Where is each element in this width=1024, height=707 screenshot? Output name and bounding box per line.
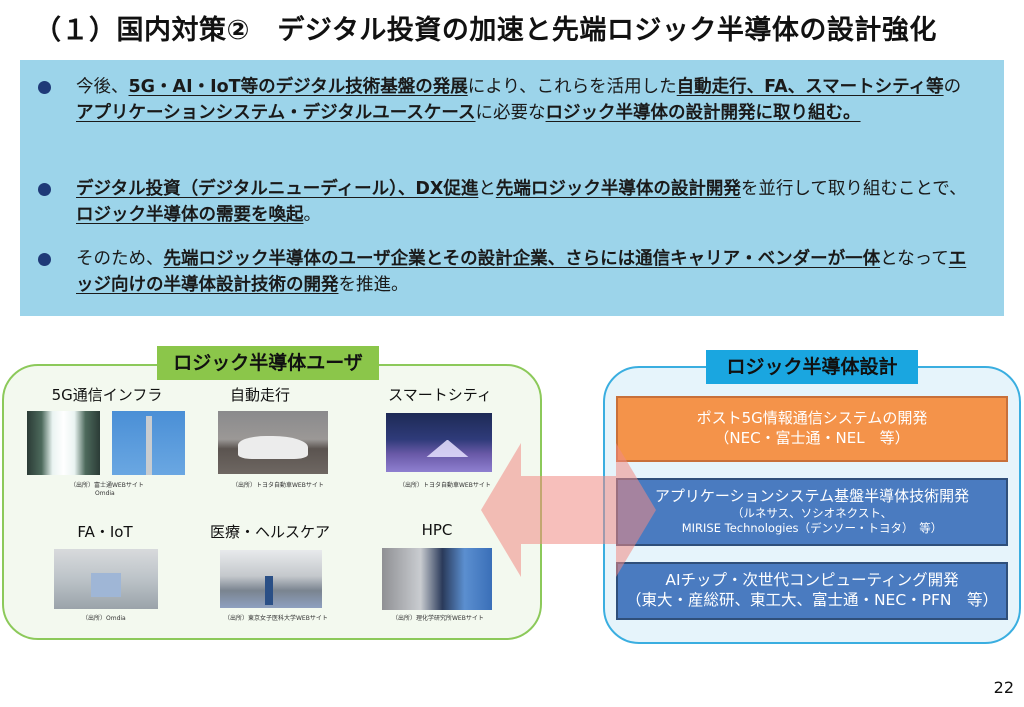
bullet-item: そのため、先端ロジック半導体のユーザ企業とその設計企業、さらには通信キャリア・ベ… (38, 246, 978, 298)
project-title: AIチップ・次世代コンピューティング開発 (665, 571, 959, 589)
users-panel-label: ロジック半導体ユーザ (157, 346, 379, 380)
factory-image (54, 549, 158, 609)
project-title: ポスト5G情報通信システムの開発 (696, 409, 928, 427)
design-project-box: ポスト5G情報通信システムの開発 （NEC・富士通・NEL 等） (616, 396, 1008, 462)
design-project-box: AIチップ・次世代コンピューティング開発 （東大・産総研、東工大、富士通・NEC… (616, 562, 1008, 620)
plain-text: の (943, 77, 962, 97)
plain-text: に必要な (475, 103, 546, 123)
emphasized-text: 先端ロジック半導体のユーザ企業とその設計企業、さらには通信キャリア・ベンダーが一… (163, 249, 881, 269)
project-detail: （ルネサス、ソシオネクスト、 (731, 506, 893, 520)
image-source: （出所）東京女子医科大学WEBサイト (224, 615, 328, 622)
emphasized-text: ロジック半導体の設計開発に取り組む。 (545, 103, 861, 123)
emphasized-text: 先端ロジック半導体の設計開発 (495, 179, 741, 199)
category-label: 医療・ヘルスケア (209, 523, 330, 541)
plain-text: 。 (303, 205, 322, 225)
bullet-item: デジタル投資（デジタルニューディール）、DX促進と先端ロジック半導体の設計開発を… (38, 176, 978, 228)
category-label: スマートシティ (388, 386, 492, 404)
category-label: HPC (421, 521, 453, 539)
project-detail: MIRISE Technologies（デンソー・トヨタ） 等） (681, 521, 943, 535)
bullet-dot-icon (38, 253, 51, 266)
image-source: （出所）トヨタ自動車WEBサイト (399, 482, 491, 489)
autonomous-car-image (218, 411, 328, 474)
project-detail: （東大・産総研、東工大、富士通・NEC・PFN 等） (625, 591, 999, 609)
bullet-text: デジタル投資（デジタルニューディール）、DX促進と先端ロジック半導体の設計開発を… (76, 176, 978, 228)
supercomputer-image (382, 548, 492, 610)
category-label: FA・IoT (77, 523, 133, 541)
image-source: （出所）トヨタ自動車WEBサイト (232, 482, 324, 489)
design-panel-label: ロジック半導体設計 (706, 350, 918, 384)
emphasized-text: デジタル投資（デジタルニューディール）、DX促進 (76, 179, 479, 199)
category-label: 自動走行 (229, 386, 290, 404)
image-source: （出所）Omdia (82, 615, 126, 622)
bullet-text: そのため、先端ロジック半導体のユーザ企業とその設計企業、さらには通信キャリア・ベ… (76, 246, 978, 298)
plain-text: 今後、 (76, 77, 129, 97)
image-source: （出所）理化学研究所WEBサイト (392, 615, 484, 622)
plain-text: を並行して取り組むことで、 (740, 179, 967, 199)
server-room-image (27, 411, 100, 475)
plain-text: と (478, 179, 496, 199)
smart-city-image (386, 413, 492, 472)
emphasized-text: エッジ向けの半導体設計技術の開発 (76, 249, 967, 295)
bullet-item: 今後、5G・AI・IoT等のデジタル技術基盤の発展により、これらを活用した自動走… (38, 74, 978, 126)
page-title: （１）国内対策② デジタル投資の加速と先端ロジック半導体の設計強化 (34, 15, 937, 46)
plain-text: により、これらを活用した (467, 77, 677, 97)
category-label: 5G通信インフラ (51, 386, 163, 404)
summary-box: 今後、5G・AI・IoT等のデジタル技術基盤の発展により、これらを活用した自動走… (20, 60, 1004, 316)
emphasized-text: 自動走行、FA、スマートシティ等 (676, 77, 944, 97)
bullet-dot-icon (38, 183, 51, 196)
plain-text: を推進。 (338, 275, 409, 295)
emphasized-text: 5G・AI・IoT等のデジタル技術基盤の発展 (128, 77, 468, 97)
emphasized-text: アプリケーションシステム・デジタルユースケース (76, 103, 476, 123)
design-project-box: アプリケーションシステム基盤半導体技術開発 （ルネサス、ソシオネクスト、 MIR… (616, 478, 1008, 546)
bullet-dot-icon (38, 81, 51, 94)
bullet-text: 今後、5G・AI・IoT等のデジタル技術基盤の発展により、これらを活用した自動走… (76, 74, 978, 126)
plain-text: そのため、 (76, 249, 164, 269)
emphasized-text: ロジック半導体の需要を喚起 (76, 205, 304, 225)
project-title: アプリケーションシステム基盤半導体技術開発 (654, 487, 970, 505)
cell-tower-image (112, 411, 185, 475)
plain-text: となって (880, 249, 949, 269)
project-detail: （NEC・富士通・NEL 等） (714, 429, 910, 447)
page-number: 22 (993, 678, 1014, 697)
operating-room-image (220, 550, 322, 608)
